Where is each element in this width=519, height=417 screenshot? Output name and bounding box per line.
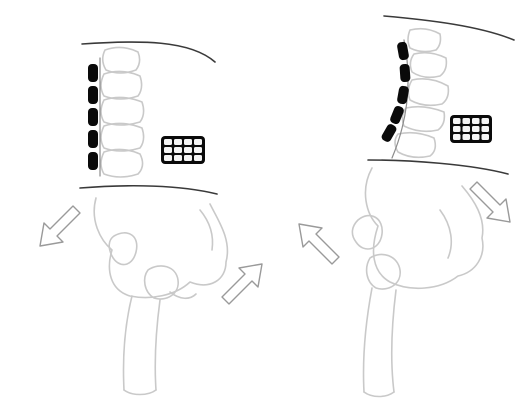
sensor-grid-cell <box>463 118 471 124</box>
left-spine-sensor-pads <box>88 64 98 170</box>
spine-pad <box>397 85 410 104</box>
sensor-grid-cell <box>174 139 182 145</box>
sensor-grid-cell <box>174 147 182 153</box>
right-pelvis-sketch <box>352 168 482 397</box>
sensor-grid-cell <box>482 126 490 132</box>
left-spine <box>100 47 144 177</box>
panel-left <box>40 42 262 395</box>
right-spine-sensor-pads <box>380 41 410 143</box>
sensor-grid-cell <box>472 118 480 124</box>
left-pelvis-line <box>80 186 217 194</box>
left-arrow-down-left <box>40 206 80 246</box>
sensor-grid-cell <box>472 126 480 132</box>
left-arrow-up-right <box>222 264 262 304</box>
sensor-grid-cell <box>453 126 461 132</box>
sensor-grid-cell <box>184 155 192 161</box>
right-arrow-down-right <box>470 182 510 222</box>
sensor-grid-cell <box>472 134 480 140</box>
sensor-grid-cell <box>463 134 471 140</box>
spine-pad <box>397 41 410 60</box>
right-sensor-grid <box>450 115 492 143</box>
sensor-grid-cell <box>164 155 172 161</box>
spine-pad <box>88 130 98 148</box>
left-sensor-grid <box>161 136 205 164</box>
sensor-grid-cell <box>453 118 461 124</box>
spine-pad <box>399 64 410 83</box>
sensor-grid-cell <box>482 118 490 124</box>
sensor-grid-cell <box>194 147 202 153</box>
sensor-grid-cell <box>184 147 192 153</box>
sensor-grid-cell <box>194 139 202 145</box>
spine-pad <box>88 108 98 126</box>
spine-pad <box>88 64 98 82</box>
panel-right <box>299 16 514 397</box>
sensor-grid-cell <box>184 139 192 145</box>
right-arrow-up-left <box>299 224 339 264</box>
sensor-grid-cell <box>164 147 172 153</box>
sensor-grid-cell <box>174 155 182 161</box>
sensor-grid-cell <box>164 139 172 145</box>
right-pelvis-line <box>368 160 508 174</box>
sensor-grid-cell <box>453 134 461 140</box>
sensor-grid-cell <box>463 126 471 132</box>
spine-pad <box>88 152 98 170</box>
left-pelvis-sketch <box>94 198 227 395</box>
spine-pad <box>88 86 98 104</box>
sensor-grid-cell <box>482 134 490 140</box>
right-back-contour-line <box>384 16 514 40</box>
sensor-grid-cell <box>194 155 202 161</box>
